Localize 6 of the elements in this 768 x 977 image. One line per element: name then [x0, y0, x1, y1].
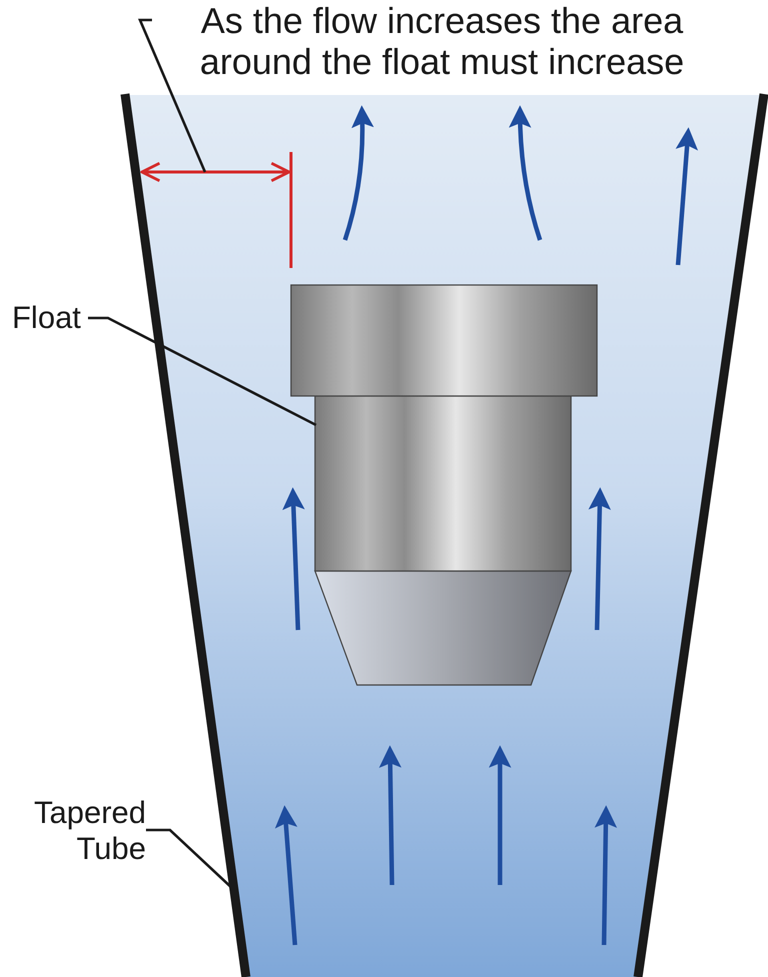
float-drawing	[290, 284, 598, 686]
leader-line	[138, 18, 206, 173]
tube-label: Tapered Tube	[0, 795, 146, 866]
annotation-text: As the flow increases the area around the float must increase	[152, 0, 732, 83]
float-label: Float	[12, 300, 88, 336]
leader-line	[88, 316, 317, 426]
